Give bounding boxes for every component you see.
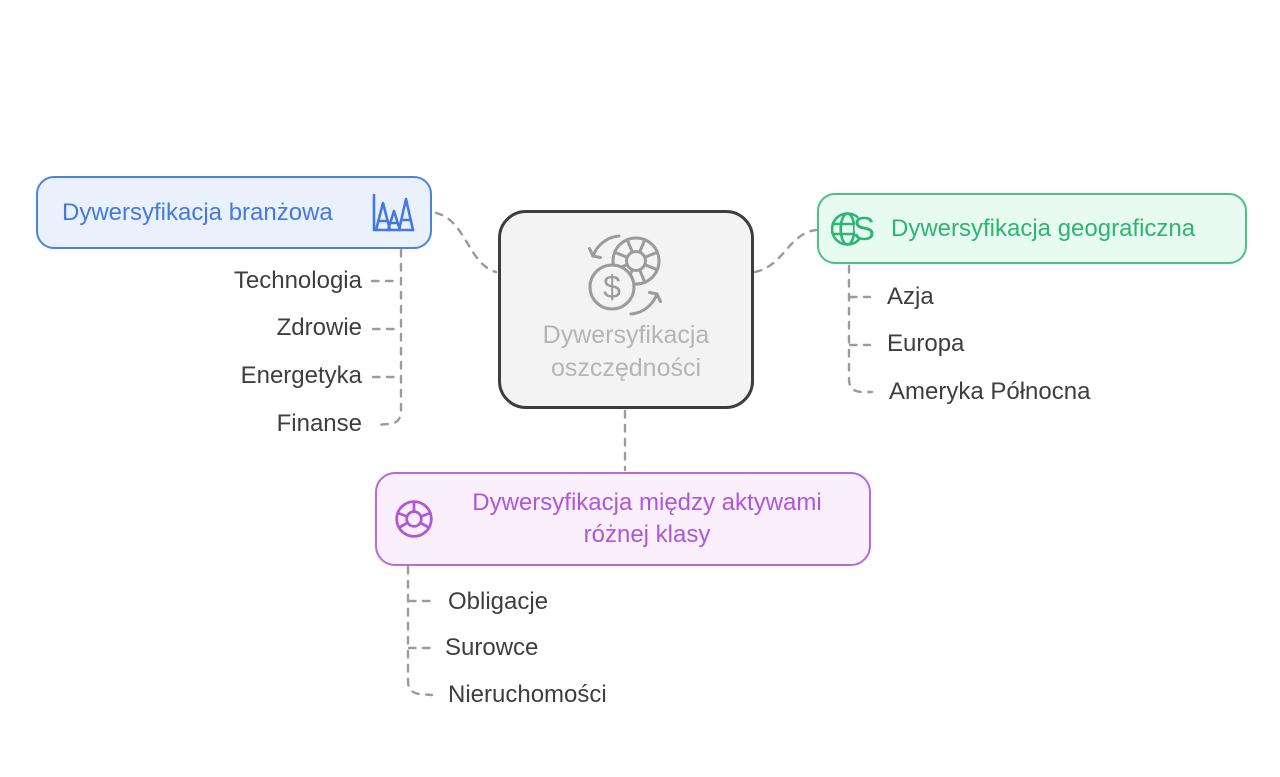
child-label-surowce[interactable]: Surowce bbox=[445, 634, 539, 661]
currency-s-glyph: S bbox=[853, 210, 875, 247]
connector-assetclass-children-trunk bbox=[406, 565, 434, 697]
connector-industry-children-trunk bbox=[372, 248, 403, 427]
dollar-glyph: $ bbox=[603, 269, 621, 305]
center-node-savings-diversification[interactable]: $ Dywersyfikacja oszczędności bbox=[498, 210, 754, 409]
connector-center-geographic bbox=[753, 228, 818, 274]
child-label-azja[interactable]: Azja bbox=[887, 283, 934, 310]
child-label-obligacje[interactable]: Obligacje bbox=[448, 588, 549, 615]
branch-node-asset-class[interactable]: Dywersyfikacja między aktywami różnej kl… bbox=[375, 472, 871, 566]
child-label-europa[interactable]: Europa bbox=[887, 330, 965, 357]
child-label-finanse[interactable]: Finanse bbox=[276, 410, 362, 437]
branch-industry-label: Dywersyfikacja branżowa bbox=[62, 198, 333, 226]
connector-industry-center bbox=[434, 211, 498, 274]
branch-asset-class-label: Dywersyfikacja między aktywami różnej kl… bbox=[472, 489, 822, 548]
branch-geographic-label: Dywersyfikacja geograficzna bbox=[891, 214, 1196, 242]
savings-exchange-chip-icon: $ bbox=[576, 231, 676, 319]
child-label-energetyka[interactable]: Energetyka bbox=[240, 362, 362, 389]
globe-currency-icon: S bbox=[831, 207, 877, 251]
center-label-line2: oszczędności bbox=[550, 354, 702, 382]
segmented-wheel-icon bbox=[393, 498, 435, 540]
child-label-nieruchomosci[interactable]: Nieruchomości bbox=[448, 681, 607, 708]
child-label-technologia[interactable]: Technologia bbox=[233, 267, 362, 294]
peaks-chart-icon bbox=[372, 193, 418, 233]
branch-node-industry[interactable]: Dywersyfikacja branżowa bbox=[36, 176, 432, 249]
child-label-ameryka-polnocna[interactable]: Ameryka Północna bbox=[889, 378, 1091, 405]
center-node-label: Dywersyfikacja oszczędności bbox=[543, 319, 710, 385]
center-label-line1: Dywersyfikacja bbox=[542, 321, 710, 349]
connector-geographic-children-trunk bbox=[847, 264, 874, 394]
child-label-zdrowie[interactable]: Zdrowie bbox=[276, 314, 362, 341]
branch-node-geographic[interactable]: S Dywersyfikacja geograficzna bbox=[817, 193, 1247, 264]
